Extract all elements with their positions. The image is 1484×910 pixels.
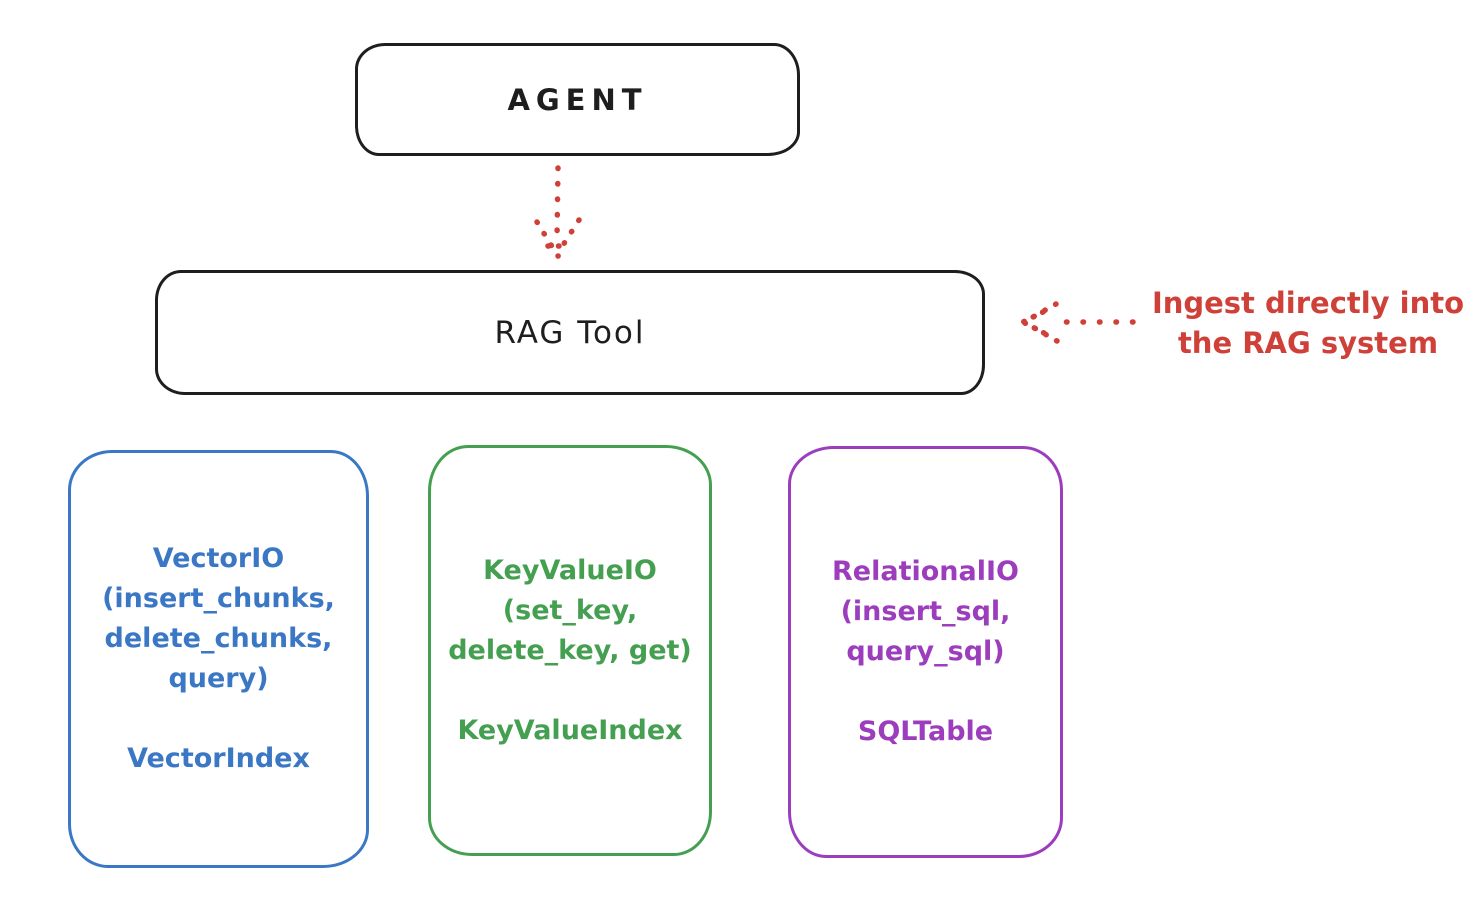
relational-io-methods-1: (insert_sql,: [840, 596, 1011, 627]
vector-io-title: VectorIO: [152, 543, 285, 574]
keyvalue-io-methods-1: (set_key,: [502, 594, 638, 626]
keyvalue-io-box: KeyValueIO (set_key, delete_key, get) Ke…: [428, 445, 712, 856]
rag-tool-label: RAG Tool: [494, 314, 646, 351]
relational-io-box: RelationalIO (insert_sql, query_sql) SQL…: [788, 446, 1063, 858]
keyvalue-io-title: KeyValueIO: [483, 554, 657, 586]
agent-box: AGENT: [355, 43, 800, 156]
vector-index-label: VectorIndex: [127, 743, 310, 774]
vector-io-box: VectorIO (insert_chunks, delete_chunks, …: [68, 450, 369, 868]
annotation-to-ragtool-arrow: [1020, 301, 1136, 344]
vector-io-methods-1: (insert_chunks,: [102, 583, 335, 614]
agent-label: AGENT: [507, 82, 648, 117]
agent-to-ragtool-arrow: [534, 165, 582, 259]
annotation-line-2: the RAG system: [1177, 326, 1439, 360]
rag-tool-box: RAG Tool: [155, 270, 985, 395]
vector-io-methods-3: query): [168, 663, 269, 694]
keyvalue-index-label: KeyValueIndex: [457, 714, 683, 746]
vector-io-methods-2: delete_chunks,: [104, 623, 333, 654]
relational-io-title: RelationalIO: [832, 556, 1019, 587]
annotation-text: Ingest directly into the RAG system: [1140, 283, 1476, 363]
relational-io-methods-2: query_sql): [846, 636, 1005, 667]
keyvalue-io-methods-2: delete_key, get): [448, 634, 692, 666]
sql-table-label: SQLTable: [857, 716, 994, 747]
annotation-line-1: Ingest directly into: [1151, 286, 1465, 320]
